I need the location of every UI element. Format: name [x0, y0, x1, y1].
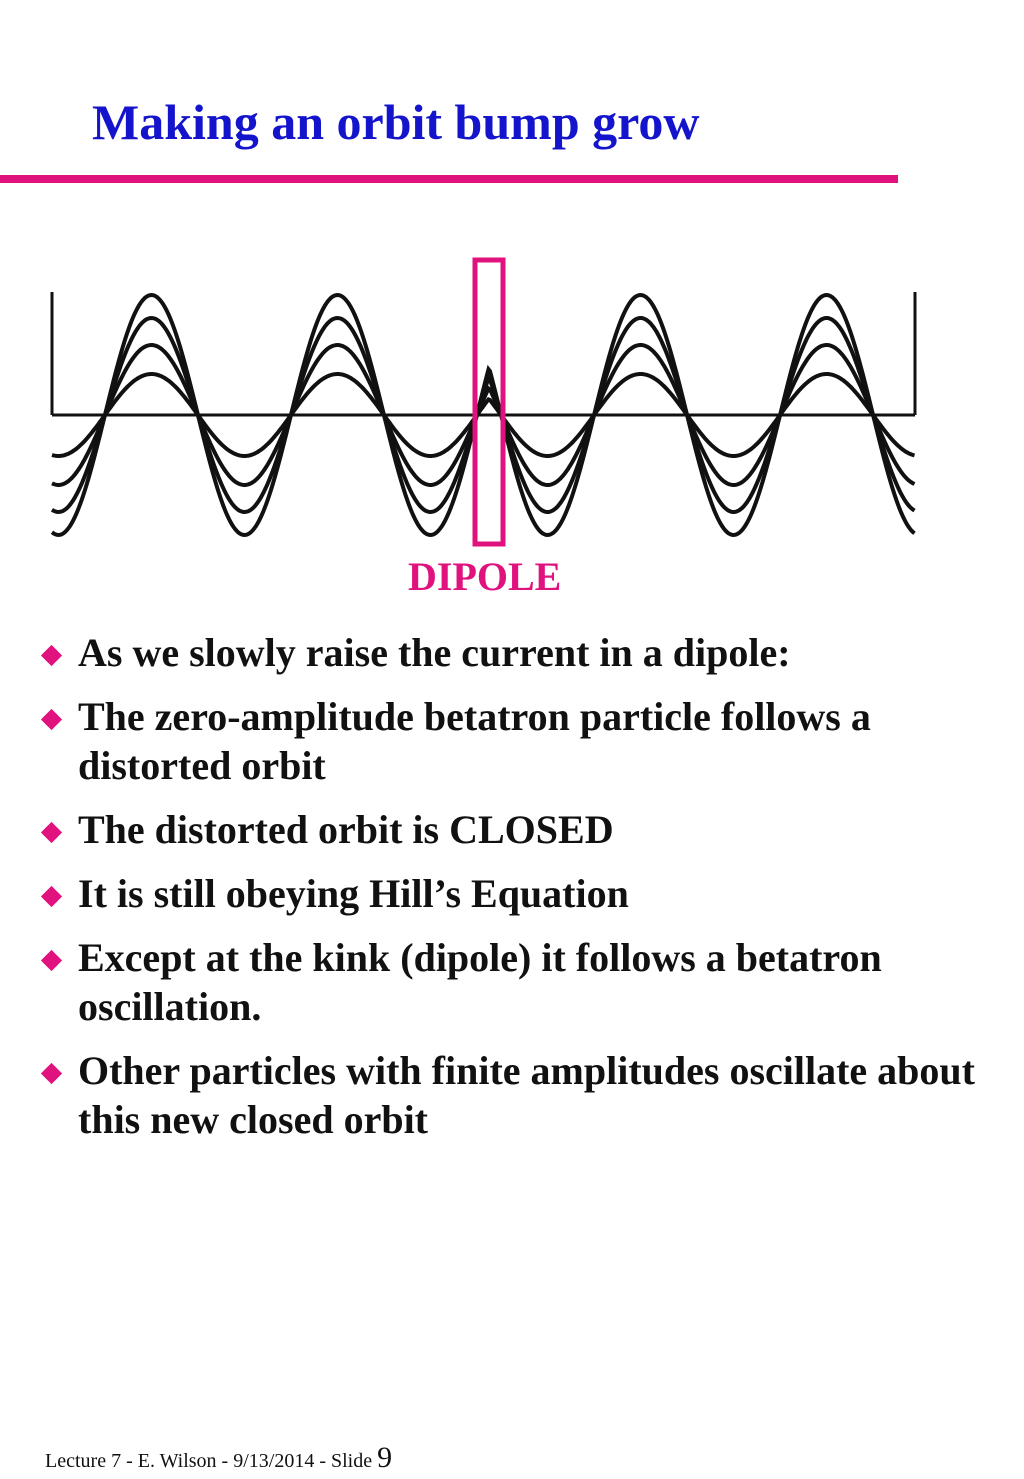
bullet-item: The distorted orbit is CLOSED [38, 805, 998, 854]
bullet-item: As we slowly raise the current in a dipo… [38, 628, 998, 677]
bullet-list: As we slowly raise the current in a dipo… [38, 628, 998, 1159]
diamond-bullet-icon [40, 821, 63, 844]
dipole-marker [472, 257, 506, 547]
diamond-bullet-icon [40, 1062, 63, 1085]
diamond-bullet-icon [40, 708, 63, 731]
bullet-item: It is still obeying Hill’s Equation [38, 869, 998, 918]
bullet-item: The zero-amplitude betatron particle fol… [38, 692, 998, 790]
bullet-text: Except at the kink (dipole) it follows a… [78, 935, 882, 1029]
orbit-curves [50, 292, 916, 538]
bullet-text: The zero-amplitude betatron particle fol… [78, 694, 871, 788]
bullet-text: Other particles with finite amplitudes o… [78, 1048, 975, 1142]
bullet-item: Other particles with finite amplitudes o… [38, 1046, 998, 1144]
dipole-label: DIPOLE [408, 554, 562, 599]
slide-number: 9 [377, 1441, 393, 1474]
bullet-text: It is still obeying Hill’s Equation [78, 871, 629, 916]
diamond-bullet-icon [40, 644, 63, 667]
bullet-item: Except at the kink (dipole) it follows a… [38, 933, 998, 1031]
slide-footer: Lecture 7 - E. Wilson - 9/13/2014 - Slid… [45, 1440, 392, 1476]
bullet-text: The distorted orbit is CLOSED [78, 807, 614, 852]
diamond-bullet-icon [40, 949, 63, 972]
title-underline [0, 175, 898, 183]
orbit-bump-figure [50, 257, 917, 547]
orbit-curve [50, 292, 916, 538]
slide-title: Making an orbit bump grow [92, 94, 700, 150]
bullet-text: As we slowly raise the current in a dipo… [78, 630, 791, 675]
footer-text: Lecture 7 - E. Wilson - 9/13/2014 - Slid… [45, 1450, 378, 1472]
diamond-bullet-icon [40, 885, 63, 908]
